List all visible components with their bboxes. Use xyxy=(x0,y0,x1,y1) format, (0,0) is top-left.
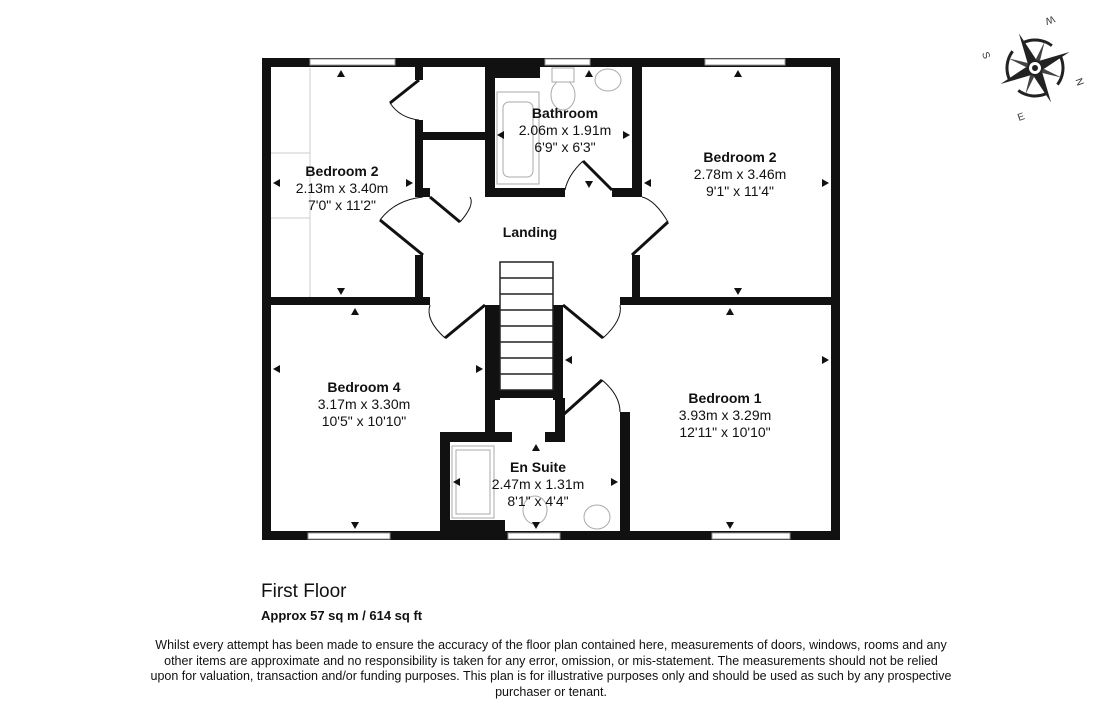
room-label-bedroom1: Bedroom 1 3.93m x 3.29m 12'11" x 10'10" xyxy=(679,390,772,441)
room-name: Bedroom 2 xyxy=(305,163,379,179)
room-imperial: 7'0" x 11'2" xyxy=(308,197,376,213)
room-label-bedroom2-right: Bedroom 2 2.78m x 3.46m 9'1" x 11'4" xyxy=(694,149,787,200)
room-name: Bedroom 2 xyxy=(703,149,777,165)
room-name: En Suite xyxy=(509,459,567,475)
room-label-ensuite: En Suite 2.47m x 1.31m 8'1" x 4'4" xyxy=(492,459,585,510)
room-metric: 2.13m x 3.40m xyxy=(295,180,389,196)
room-label-bathroom: Bathroom 2.06m x 1.91m 6'9" x 6'3" xyxy=(519,105,612,156)
doors xyxy=(379,78,670,417)
room-imperial: 10'5" x 10'10" xyxy=(321,413,407,429)
room-name: Bedroom 1 xyxy=(688,390,762,406)
compass-icon xyxy=(1000,33,1070,103)
room-name: Bathroom xyxy=(531,105,599,121)
room-label-bedroom4: Bedroom 4 3.17m x 3.30m 10'5" x 10'10" xyxy=(318,379,411,430)
room-metric: 3.93m x 3.29m xyxy=(678,407,772,423)
room-imperial: 6'9" x 6'3" xyxy=(534,139,596,155)
room-label-bedroom2-left: Bedroom 2 2.13m x 3.40m 7'0" x 11'2" xyxy=(296,163,389,214)
room-imperial: 9'1" x 11'4" xyxy=(706,183,774,199)
floor-area: Approx 57 sq m / 614 sq ft xyxy=(261,608,423,623)
room-name: Landing xyxy=(502,224,558,240)
disclaimer: Whilst every attempt has been made to en… xyxy=(150,638,952,699)
floor-title: First Floor xyxy=(261,581,347,602)
room-imperial: 8'1" x 4'4" xyxy=(507,493,569,509)
windows xyxy=(307,58,791,540)
room-label-landing: Landing xyxy=(503,224,557,241)
room-metric: 2.47m x 1.31m xyxy=(491,476,585,492)
room-name: Bedroom 4 xyxy=(327,379,401,395)
room-metric: 3.17m x 3.30m xyxy=(317,396,411,412)
stairs xyxy=(499,261,554,391)
room-metric: 2.78m x 3.46m xyxy=(693,166,787,182)
dimension-arrows xyxy=(273,70,829,529)
room-imperial: 12'11" x 10'10" xyxy=(679,424,771,440)
room-metric: 2.06m x 1.91m xyxy=(518,122,612,138)
